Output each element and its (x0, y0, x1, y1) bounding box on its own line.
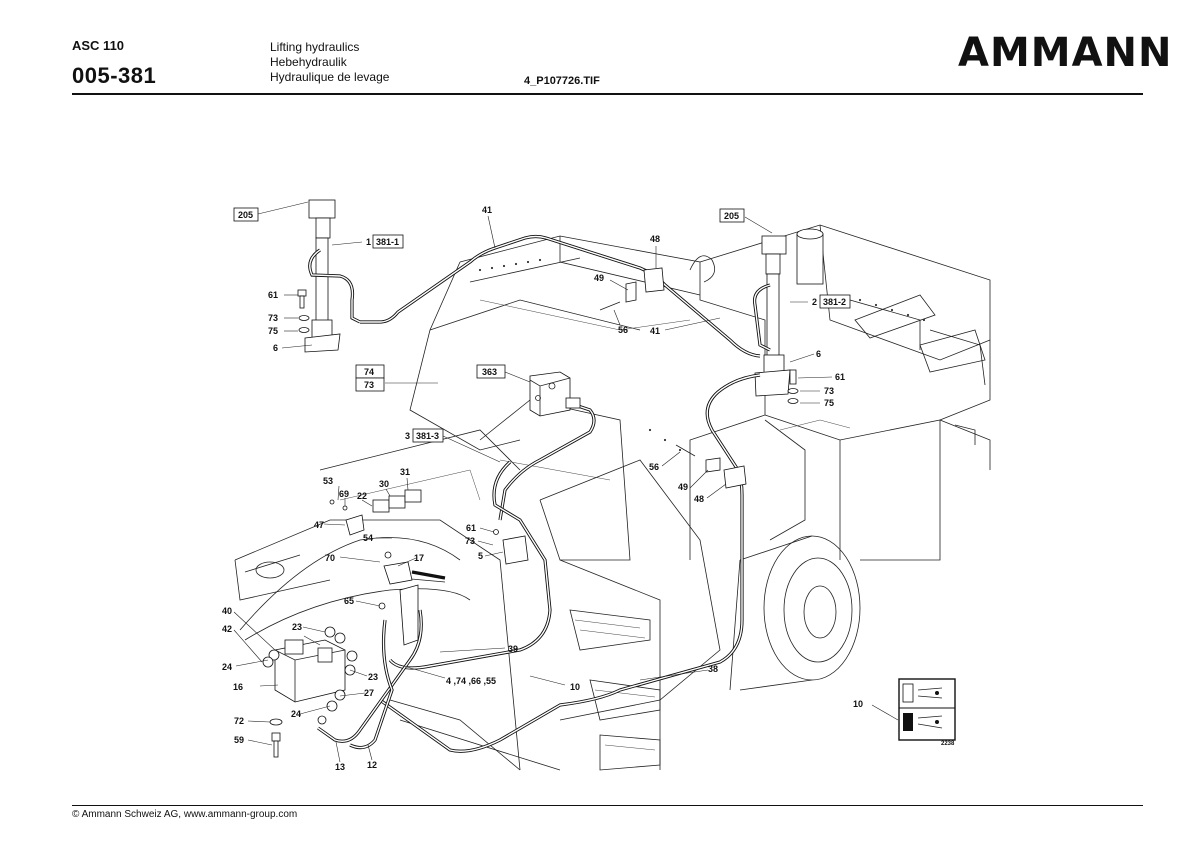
hydraulic-pipes (239, 234, 761, 753)
callout-39: 39 (508, 644, 518, 654)
callout-boxes (233, 207, 851, 443)
callout-381-3: 381-3 (416, 431, 439, 441)
title-german: Hebehydraulik (270, 55, 347, 69)
callout-6-right: 6 (816, 349, 821, 359)
callout-40: 40 (222, 606, 232, 616)
left-lift-cylinder (304, 199, 361, 353)
callout-59: 59 (234, 735, 244, 745)
callout-13: 13 (335, 762, 345, 772)
callout-205-right: 205 (724, 211, 739, 221)
callout-16: 16 (233, 682, 243, 692)
callout-1: 1 (366, 237, 371, 247)
callout-73-center: 73 (465, 536, 475, 546)
drawing-file-name: 4_P107726.TIF (524, 75, 600, 87)
right-lift-cylinder (752, 235, 791, 397)
callout-24-bottom: 24 (291, 709, 301, 719)
callout-72: 72 (234, 716, 244, 726)
callout-41-right: 41 (650, 326, 660, 336)
callout-4-74-66-55: 4 ,74 ,66 ,55 (446, 676, 496, 686)
title-french: Hydraulique de levage (270, 70, 390, 84)
brand-logo: AMMANN (958, 30, 1173, 76)
callout-12: 12 (367, 760, 377, 770)
section-titles: Lifting hydraulics Hebehydraulik Hydraul… (270, 40, 389, 85)
callout-5: 5 (478, 551, 483, 561)
callout-381-1: 381-1 (376, 237, 399, 247)
callout-56-mid: 56 (649, 462, 659, 472)
callout-2: 2 (812, 297, 817, 307)
callout-205-left: 205 (238, 210, 253, 220)
callout-65: 65 (344, 596, 354, 606)
callout-10-center: 10 (570, 682, 580, 692)
callout-73-right: 73 (824, 386, 834, 396)
callout-10-decal: 10 (853, 699, 863, 709)
callout-49-mid: 49 (678, 482, 688, 492)
callout-70: 70 (325, 553, 335, 563)
callout-17: 17 (414, 553, 424, 563)
header-rule (72, 93, 1143, 95)
callout-61-left: 61 (268, 290, 278, 300)
page-number: 005-381 (72, 63, 157, 88)
callout-30: 30 (379, 479, 389, 489)
callout-74-box: 74 (364, 367, 374, 377)
callout-27: 27 (364, 688, 374, 698)
copyright-text: © Ammann Schweiz AG, www.ammann-group.co… (72, 809, 298, 820)
callout-53: 53 (323, 476, 333, 486)
callout-363: 363 (482, 367, 497, 377)
callout-41-top: 41 (482, 205, 492, 215)
callout-23-top: 23 (292, 622, 302, 632)
callout-31: 31 (400, 467, 410, 477)
callout-49-top: 49 (594, 273, 604, 283)
machine-frame (234, 224, 991, 771)
callout-labels: 205 205 1 381-1 2 381-2 3 381-3 41 41 48… (222, 205, 863, 772)
callout-381-2: 381-2 (823, 297, 846, 307)
callout-48-top: 48 (650, 234, 660, 244)
callout-73-left: 73 (268, 313, 278, 323)
valve-block-assembly (262, 489, 529, 758)
callout-61-center: 61 (466, 523, 476, 533)
machine-model: ASC 110 (72, 38, 125, 53)
callout-75-left: 75 (268, 326, 278, 336)
callout-48-mid: 48 (694, 494, 704, 504)
title-english: Lifting hydraulics (270, 40, 360, 54)
callout-69: 69 (339, 489, 349, 499)
callout-75-right: 75 (824, 398, 834, 408)
callout-22: 22 (357, 491, 367, 501)
footer-rule (72, 805, 1143, 806)
leader-lines (233, 201, 899, 763)
warning-decal-panel: 2238 (898, 678, 956, 747)
decal-code: 2238 (941, 741, 955, 747)
callout-23-right: 23 (368, 672, 378, 682)
callout-3: 3 (405, 431, 410, 441)
callout-38: 38 (708, 664, 718, 674)
callout-54: 54 (363, 533, 373, 543)
callout-61-right: 61 (835, 372, 845, 382)
callout-47: 47 (314, 520, 324, 530)
callout-73-box: 73 (364, 380, 374, 390)
fastener-hardware (297, 267, 799, 489)
callout-6-left: 6 (273, 343, 278, 353)
callout-24-left: 24 (222, 662, 232, 672)
callout-56-top: 56 (618, 325, 628, 335)
callout-42: 42 (222, 624, 232, 634)
